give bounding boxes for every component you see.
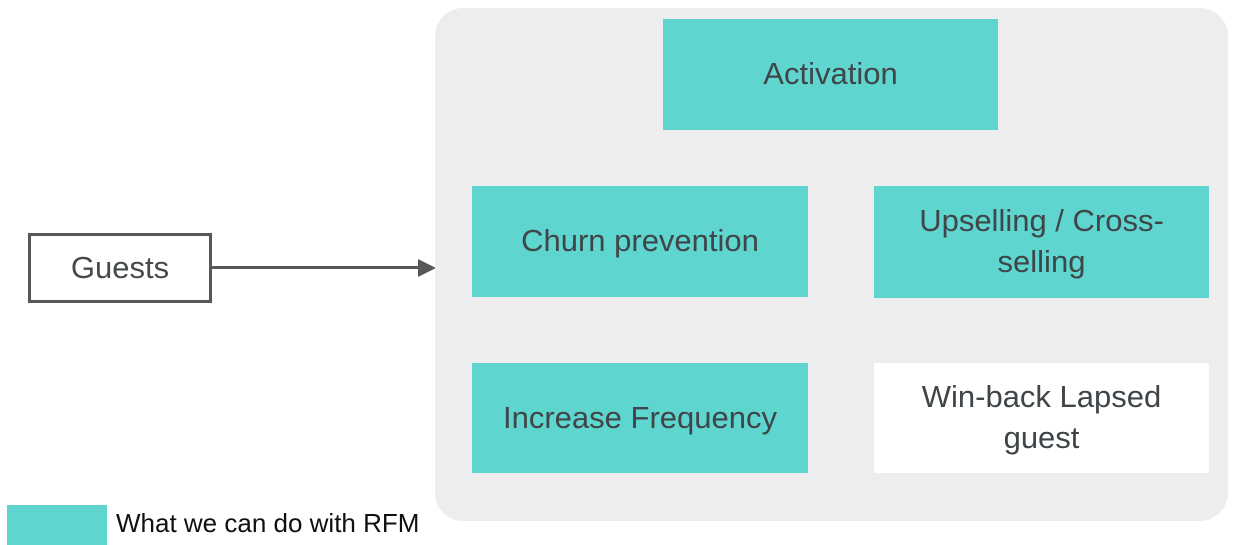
win-back-lapsed-guest-box: Win-back Lapsed guest bbox=[874, 363, 1209, 473]
arrow-head-icon bbox=[418, 259, 436, 277]
guests-box: Guests bbox=[28, 233, 212, 303]
guests-label: Guests bbox=[70, 250, 170, 285]
rfm-panel: Activation Churn prevention Upselling / … bbox=[435, 8, 1228, 521]
activation-label: Activation bbox=[763, 56, 898, 92]
legend-swatch bbox=[7, 505, 107, 545]
win-back-lapsed-guest-label: Win-back Lapsed guest bbox=[921, 379, 1162, 455]
upselling-cross-selling-box: Upselling / Cross-selling bbox=[874, 186, 1209, 298]
increase-frequency-box: Increase Frequency bbox=[472, 363, 808, 473]
churn-prevention-label: Churn prevention bbox=[521, 223, 759, 259]
legend: What we can do with RFM bbox=[7, 505, 419, 545]
legend-label: What we can do with RFM bbox=[116, 507, 420, 538]
activation-box: Activation bbox=[663, 19, 998, 130]
increase-frequency-label: Increase Frequency bbox=[503, 399, 777, 435]
arrow-line bbox=[211, 266, 420, 269]
churn-prevention-box: Churn prevention bbox=[472, 186, 808, 297]
upselling-cross-selling-label: Upselling / Cross-selling bbox=[919, 203, 1164, 279]
